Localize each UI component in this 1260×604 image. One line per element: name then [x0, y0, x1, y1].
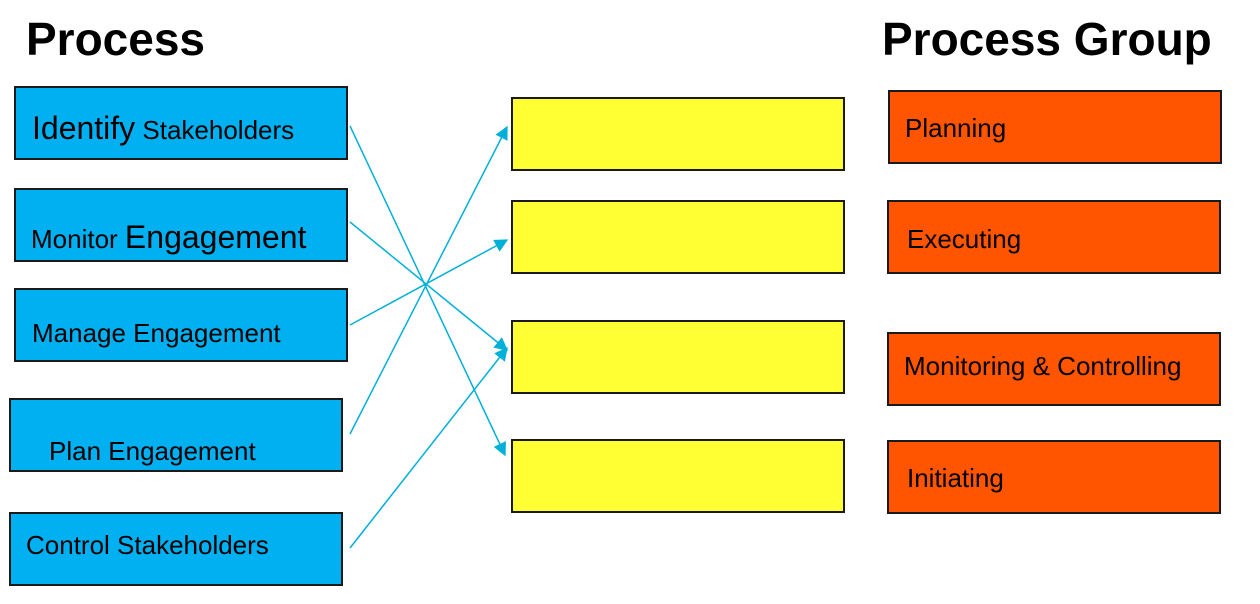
answer-box-1[interactable] [511, 97, 845, 171]
process-label-part: Identify [32, 110, 136, 146]
process-label: Manage Engagement [32, 318, 281, 348]
arrow-plan-to-box-1 [349, 125, 508, 435]
arrow-control-to-box-3 [349, 346, 508, 549]
arrow-manage-to-box-2 [349, 239, 509, 326]
answer-box-3[interactable] [511, 320, 845, 394]
group-box-executing[interactable]: Executing [887, 200, 1221, 274]
process-label-part: Monitor [31, 224, 125, 254]
process-label: Control Stakeholders [26, 530, 269, 560]
process-label-part: Engagement [124, 219, 307, 255]
process-group-heading: Process Group [882, 13, 1212, 65]
group-label: Monitoring & Controlling [904, 351, 1182, 381]
process-box-monitor-engagement[interactable]: Monitor Engagement [14, 188, 348, 262]
process-box-plan-engagement[interactable]: Plan Engagement [9, 398, 343, 472]
group-box-monitoring-controlling[interactable]: Monitoring & Controlling [887, 332, 1221, 406]
process-heading: Process [26, 13, 206, 65]
group-label: Planning [905, 113, 1007, 143]
answer-box-4[interactable] [511, 439, 845, 513]
process-label-part: Stakeholders [135, 115, 295, 145]
group-box-planning[interactable]: Planning [888, 90, 1222, 164]
process-box-identify-stakeholders[interactable]: Identify Stakeholders [14, 86, 348, 160]
group-label: Initiating [907, 463, 1004, 493]
process-box-control-stakeholders[interactable]: Control Stakeholders [9, 512, 343, 586]
arrow-identify-to-box-4 [349, 125, 506, 457]
group-label: Executing [907, 224, 1022, 254]
arrow-monitor-to-box-3 [349, 221, 509, 351]
process-box-manage-engagement[interactable]: Manage Engagement [14, 288, 348, 362]
process-label: Plan Engagement [49, 436, 256, 466]
answer-box-2[interactable] [511, 200, 845, 274]
group-box-initiating[interactable]: Initiating [887, 440, 1221, 514]
